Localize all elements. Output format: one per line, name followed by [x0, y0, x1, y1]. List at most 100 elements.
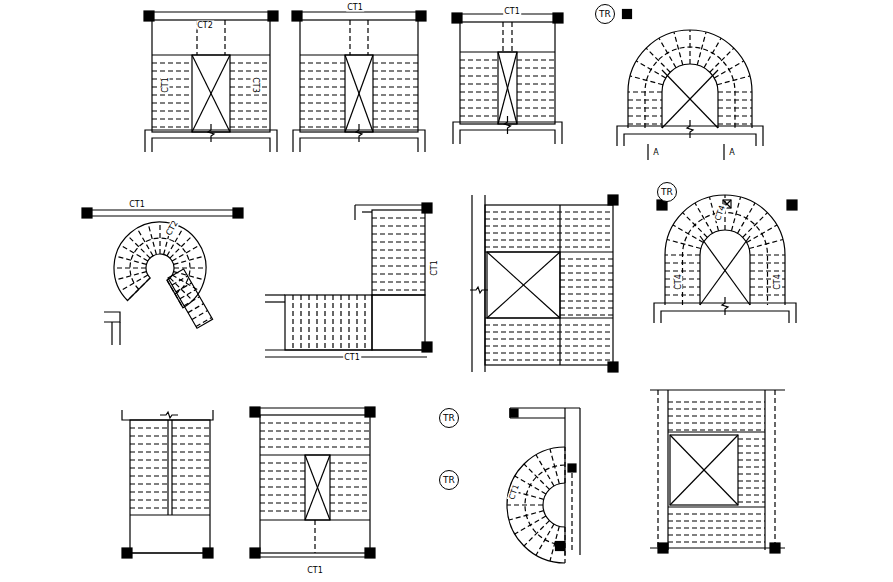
hidden-line [300, 70, 345, 71]
member-tag: CT4 [773, 273, 782, 291]
outline-path [662, 64, 718, 128]
frame-rect [130, 420, 210, 553]
member-tag: CT1 [507, 482, 521, 502]
hidden-line [673, 225, 703, 243]
edge-line [130, 514, 210, 515]
hidden-line [130, 507, 168, 508]
hidden-line [130, 483, 168, 484]
hidden-line [372, 217, 425, 218]
hidden-line [300, 126, 345, 127]
hidden-line [152, 94, 192, 95]
hidden-line [152, 110, 192, 111]
hidden-line [738, 466, 765, 467]
hidden-line [152, 86, 192, 87]
member-tag: CT4 [674, 273, 683, 291]
hidden-line [517, 91, 555, 92]
hidden-line [300, 78, 345, 79]
hidden-line [665, 254, 700, 255]
member-tag: CT2 [164, 218, 181, 238]
hidden-line [372, 273, 425, 274]
hidden-line [300, 62, 345, 63]
hidden-line [485, 331, 613, 332]
frame-rect [372, 210, 425, 295]
hidden-line [367, 20, 368, 55]
edge-line [297, 11, 421, 12]
hidden-line [502, 22, 503, 52]
outline-path [160, 412, 178, 418]
outline-path [665, 195, 785, 305]
reference-circle: TR [595, 4, 615, 24]
hidden-line [300, 102, 345, 103]
hidden-line [560, 300, 613, 301]
hidden-line [172, 475, 210, 476]
hidden-line [665, 270, 700, 271]
hidden-line [373, 86, 418, 87]
edge-line [192, 55, 230, 132]
outline-path [507, 447, 565, 563]
hidden-line [717, 76, 750, 85]
hidden-line [738, 487, 765, 488]
hidden-line [460, 75, 498, 76]
hidden-line [170, 235, 193, 258]
hidden-line [373, 62, 418, 63]
hidden-line [628, 91, 662, 92]
hidden-line [130, 499, 168, 500]
tread-line [188, 304, 204, 313]
hidden-line [116, 272, 147, 280]
hidden-line [364, 295, 365, 350]
member-tag: CT1 [306, 566, 324, 575]
hidden-line [372, 265, 425, 266]
hidden-line [460, 67, 498, 68]
hidden-line [509, 511, 544, 520]
edge-line [670, 435, 738, 505]
hidden-line [114, 267, 146, 268]
frame-rect [485, 205, 613, 365]
hidden-line [738, 203, 756, 233]
reference-text: TR [443, 475, 455, 485]
hidden-line [260, 510, 305, 511]
hidden-line [172, 443, 210, 444]
member-tag: CT2 [196, 21, 214, 30]
edge-line [559, 205, 560, 365]
edge-line [498, 52, 517, 124]
linework [82, 10, 797, 564]
hidden-line [116, 256, 147, 264]
edge-line [85, 215, 240, 216]
hidden-line [697, 32, 706, 65]
hidden-line [348, 295, 349, 350]
hidden-line [485, 345, 613, 346]
hidden-line [152, 70, 192, 71]
edge-line [700, 236, 750, 305]
edge-line [250, 407, 375, 408]
edge-line [510, 407, 580, 408]
hidden-line [668, 415, 765, 416]
edge-line [305, 455, 330, 520]
hidden-line [517, 115, 555, 116]
hidden-line [460, 83, 498, 84]
hidden-line [485, 232, 613, 233]
outline-path [208, 124, 214, 142]
hidden-line [674, 32, 683, 65]
hidden-line [485, 239, 613, 240]
outline-path [130, 238, 190, 294]
hidden-line [373, 126, 418, 127]
reference-circle: TR [439, 408, 459, 428]
edge-line [265, 301, 285, 302]
hidden-line [517, 59, 555, 60]
hidden-line [152, 126, 192, 127]
hidden-line [668, 429, 765, 430]
hidden-line [330, 470, 370, 471]
edge-line [355, 204, 427, 205]
hidden-line [560, 265, 613, 266]
edge-line [700, 236, 750, 305]
member-tag: CT3 [251, 76, 260, 94]
hidden-line [330, 486, 370, 487]
hidden-line [372, 225, 425, 226]
hidden-line [373, 110, 418, 111]
outline-path [111, 322, 112, 345]
hidden-line [300, 94, 345, 95]
column-symbol [82, 208, 92, 218]
hidden-line [738, 480, 765, 481]
hidden-line [127, 278, 150, 301]
frame-rect [305, 455, 330, 520]
